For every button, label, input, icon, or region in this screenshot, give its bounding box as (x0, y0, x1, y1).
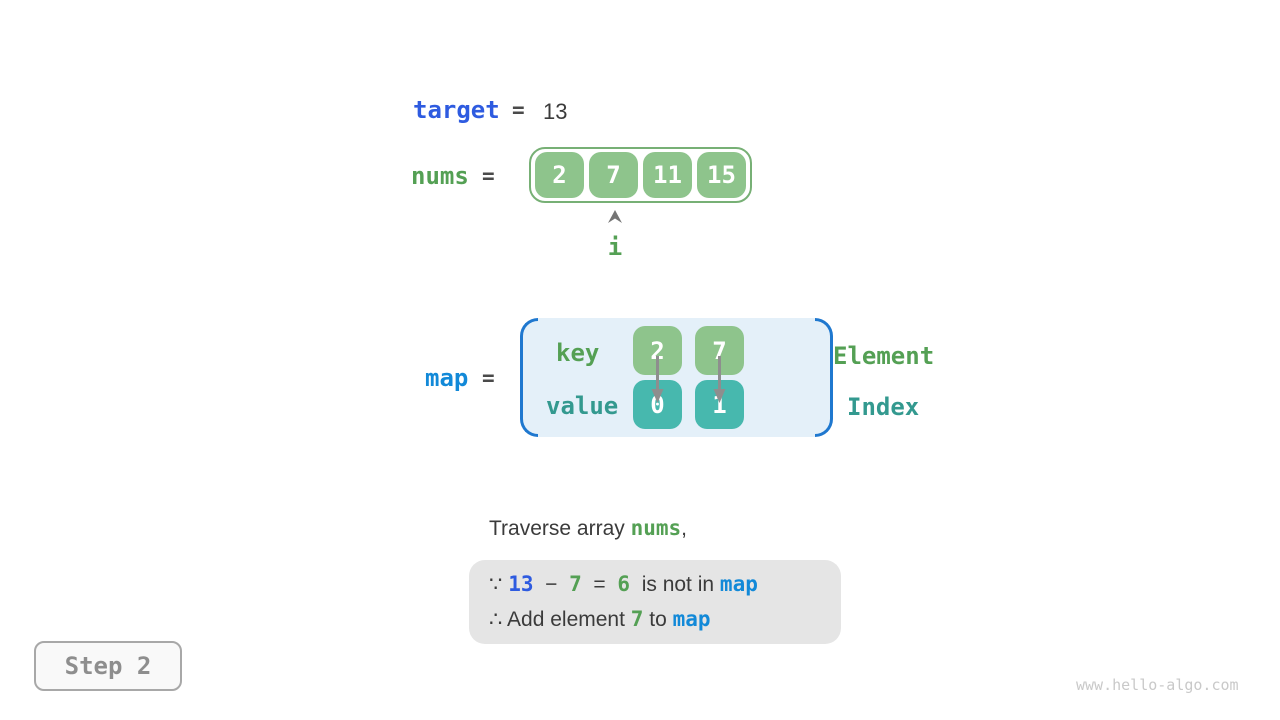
note-difference: 6 (617, 572, 631, 596)
note-current-element: 7 (569, 572, 582, 596)
map-value-cell-1: 1 (695, 380, 744, 429)
nums-array: 2 7 11 15 (529, 147, 752, 203)
note-box: ∵ 13 − 7 = 6 is not in map ∴ Add element… (469, 560, 841, 644)
caption-text-1: Traverse array (489, 517, 631, 540)
note-text-1: is not in (630, 573, 720, 596)
target-variable: target (413, 96, 500, 124)
note-added-element: 7 (630, 607, 644, 631)
nums-equals: = (482, 164, 495, 188)
step-badge: Step 2 (34, 641, 182, 691)
target-equals: = (512, 98, 525, 122)
nums-variable: nums (411, 162, 469, 190)
map-right-paren (815, 318, 833, 437)
because-symbol: ∵ (489, 573, 509, 596)
map-key-cell-1: 7 (695, 326, 744, 375)
note-equals: = (581, 573, 618, 596)
note-target-value: 13 (508, 572, 534, 596)
note-line-2: ∴ Add element 7 to map (489, 607, 711, 632)
array-cell-1: 7 (589, 152, 638, 198)
note-minus: − (533, 573, 570, 596)
index-pointer-label: i (607, 233, 623, 261)
map-value-row-label: value (546, 392, 619, 420)
caption-line: Traverse array nums, (489, 516, 687, 541)
array-cell-3: 15 (697, 152, 746, 198)
note-map-ref-2: map (672, 607, 711, 631)
element-annotation: Element (833, 342, 935, 370)
caption-text-2: , (681, 517, 688, 540)
caption-nums-ref: nums (630, 516, 682, 540)
index-pointer-caret-icon (608, 210, 622, 223)
therefore-text: ∴ Add element (489, 608, 631, 631)
map-box: key value 2 7 0 1 (520, 318, 833, 437)
map-variable: map (425, 364, 469, 392)
map-left-paren (520, 318, 538, 437)
note-line-1: ∵ 13 − 7 = 6 is not in map (489, 572, 758, 597)
map-key-cell-0: 2 (633, 326, 682, 375)
array-cell-2: 11 (643, 152, 692, 198)
note-map-ref-1: map (719, 572, 758, 596)
index-annotation: Index (847, 393, 920, 421)
map-equals: = (482, 366, 495, 390)
target-value: 13 (543, 99, 568, 124)
map-value-cell-0: 0 (633, 380, 682, 429)
note-text-2: to (643, 608, 673, 631)
array-cell-0: 2 (535, 152, 584, 198)
map-key-row-label: key (556, 339, 600, 367)
watermark: www.hello-algo.com (1076, 676, 1239, 694)
